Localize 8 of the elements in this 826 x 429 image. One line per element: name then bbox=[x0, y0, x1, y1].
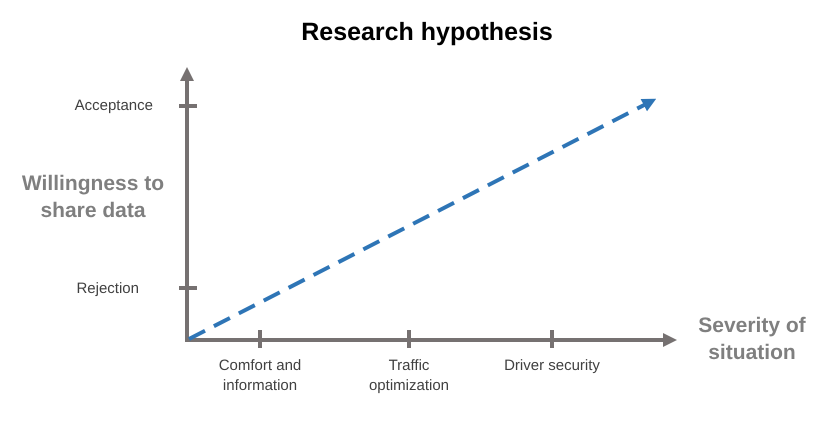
tick-label: Rejection bbox=[76, 279, 139, 298]
chart-title: Research hypothesis bbox=[300, 17, 554, 48]
tick-label: Traffic optimization bbox=[368, 356, 450, 395]
axis-title: Severity of situation bbox=[697, 313, 807, 366]
tick-label: Comfort and information bbox=[218, 356, 302, 395]
tick-label: Acceptance bbox=[74, 96, 153, 116]
axis-title: Willingness to share data bbox=[20, 171, 166, 224]
tick-label: Driver security bbox=[503, 356, 601, 376]
